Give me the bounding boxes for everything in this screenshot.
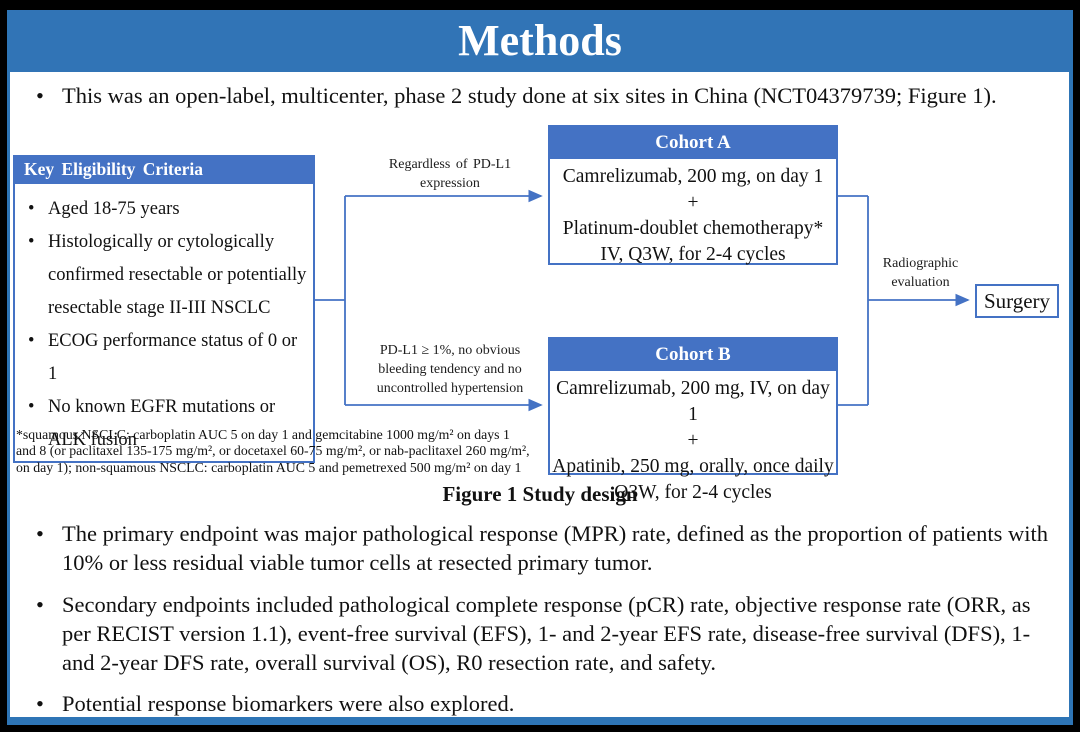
surgery-label: Surgery — [983, 288, 1051, 313]
cohort-b-box: Cohort B Camrelizumab, 200 mg, IV, on da… — [548, 337, 838, 503]
title-banner: Methods — [10, 10, 1070, 72]
cohort-b-body: Camrelizumab, 200 mg, IV, on day 1 + Apa… — [550, 371, 836, 506]
branch-label-bottom-line: PD-L1 ≥ 1%, no obvious — [379, 343, 521, 358]
branch-label-bottom-line: uncontrolled hypertension — [376, 380, 524, 396]
cohort-a-box: Cohort A Camrelizumab, 200 mg, on day 1 … — [548, 125, 838, 265]
eligibility-item: Aged 18-75 years — [27, 193, 309, 226]
study-footnote: *squamous NSCLC: carboplatin AUC 5 on da… — [16, 427, 530, 475]
cohort-b-line: + — [687, 430, 699, 451]
cohort-b-line: Camrelizumab, 200 mg, IV, on day 1 — [556, 378, 830, 425]
intro-bullet: This was an open-label, multicenter, pha… — [30, 81, 1055, 111]
eligibility-list: Aged 18-75 years Histologically or cytol… — [15, 184, 313, 461]
radiographic-evaluation-line: evaluation — [891, 274, 950, 290]
eligibility-header: Key Eligibility Criteria — [15, 157, 313, 184]
eligibility-item: Histologically or cytologically confirme… — [27, 226, 309, 325]
eligibility-box: Key Eligibility Criteria Aged 18-75 year… — [13, 155, 315, 463]
branch-label-bottom: PD-L1 ≥ 1%, no obvious bleeding tendency… — [350, 342, 550, 399]
page-title: Methods — [458, 16, 622, 65]
primary-endpoint-bullet: The primary endpoint was major pathologi… — [30, 519, 1048, 577]
biomarkers-bullet: Potential response biomarkers were also … — [30, 689, 1048, 718]
cohort-b-header: Cohort B — [550, 339, 836, 371]
radiographic-evaluation-label: Radiographic evaluation — [868, 255, 973, 293]
eligibility-item: ECOG performance status of 0 or 1 — [27, 325, 309, 391]
cohort-a-header: Cohort A — [550, 127, 836, 159]
cohort-b-line: Apatinib, 250 mg, orally, once daily — [552, 456, 834, 477]
eligibility-item: No known EGFR mutations or ALK fusion — [27, 391, 309, 457]
branch-label-top: Regardless of PD-L1 expression — [360, 156, 540, 194]
branch-label-top-line: Regardless of PD-L1 — [388, 157, 512, 172]
cohort-a-line: + — [687, 192, 699, 213]
cohort-b-line: Q3W, for 2-4 cycles — [614, 482, 772, 503]
cohort-a-line: IV, Q3W, for 2-4 cycles — [600, 244, 786, 265]
figure-caption: Figure 1 Study design — [442, 482, 638, 506]
secondary-endpoints-bullet: Secondary endpoints included pathologica… — [30, 590, 1048, 677]
branch-label-bottom-line: bleeding tendency and no — [378, 361, 522, 377]
radiographic-evaluation-line: Radiographic — [882, 256, 959, 271]
branch-label-top-line: expression — [420, 175, 480, 191]
surgery-box: Surgery — [975, 284, 1059, 318]
cohort-a-line: Camrelizumab, 200 mg, on day 1 — [562, 166, 824, 187]
cohort-a-body: Camrelizumab, 200 mg, on day 1 + Platinu… — [550, 159, 836, 268]
cohort-a-line: Platinum-doublet chemotherapy* — [562, 218, 824, 239]
